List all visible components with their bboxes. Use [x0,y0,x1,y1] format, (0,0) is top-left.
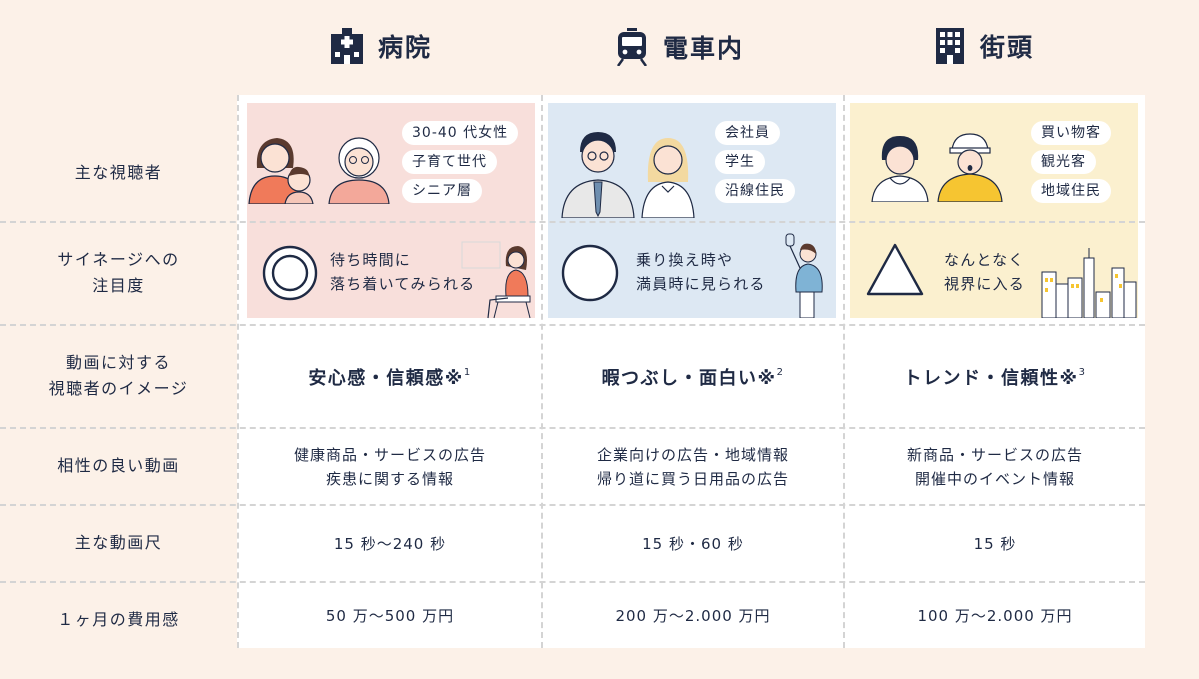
column-title: 病院 [378,33,433,62]
hospital-icon [331,28,363,64]
hospital-audience-illustration [248,137,390,204]
row-divider [0,504,1145,506]
row-label-image: 動画に対する視聴者のイメージ [48,353,189,398]
attention-text: 乗り換え時や満員時に見られる [636,251,766,293]
row-label-length: 主な動画尺 [74,533,163,552]
seated-woman-illustration [461,241,531,319]
audience-tag: シニア層 [402,179,482,203]
audience-tag: 会社員 [715,121,780,145]
cost-cell-train: 200 万～2.000 万円 [615,606,771,625]
audience-tag: 子育て世代 [402,150,497,174]
length-cell-train: 15 秒・60 秒 [642,534,744,553]
length-cell-hospital: 15 秒～240 秒 [333,534,447,553]
triangle-icon [866,243,924,296]
train-icon [616,28,648,66]
row-label-suitable: 相性の良い動画 [57,456,180,475]
row-label-attention: サイネージへの注目度 [57,250,180,295]
suitable-cell-train: 企業向けの広告・地域情報帰り道に買う日用品の広告 [596,445,789,488]
attention-text: 待ち時間に落ち着いてみられる [330,251,476,293]
audience-tag: 30-40 代女性 [402,121,519,145]
column-header-hospital: 病院 [330,28,432,64]
audience-tag: 観光客 [1031,150,1096,174]
circle-icon [561,244,619,302]
train-audience-illustration [561,132,695,218]
suitable-cell-street: 新商品・サービスの広告開催中のイベント情報 [906,445,1083,488]
image-cell-street: トレンド・信頼性※3 [903,366,1087,389]
column-header-train: 電車内 [615,28,744,66]
column-divider [541,95,543,648]
city-skyline-illustration [1041,248,1137,318]
audience-tag: 買い物客 [1031,121,1111,145]
audience-tag: 沿線住民 [715,179,795,203]
row-divider [0,581,1145,583]
row-divider [0,427,1145,429]
image-cell-hospital: 安心感・信頼感※1 [308,366,472,389]
suitable-cell-hospital: 健康商品・サービスの広告疾患に関する情報 [293,445,486,488]
attention-text: なんとなく視界に入る [944,251,1026,293]
column-divider [237,95,239,648]
image-cell-train: 暇つぶし・面白い※2 [601,366,785,389]
building-icon [936,28,964,64]
length-cell-street: 15 秒 [973,534,1017,553]
column-divider [843,95,845,648]
row-label-audience: 主な視聴者 [74,163,163,182]
standing-passenger-illustration [785,233,823,318]
row-divider [0,324,1145,326]
column-header-street: 街頭 [934,28,1034,64]
double-circle-icon [262,245,318,301]
column-title: 電車内 [663,34,745,63]
row-label-cost: １ヶ月の費用感 [57,610,180,629]
street-audience-illustration [871,133,1003,202]
audience-tag: 地域住民 [1031,179,1111,203]
column-title: 街頭 [980,33,1035,62]
audience-tag: 学生 [715,150,765,174]
cost-cell-hospital: 50 万～500 万円 [325,606,455,625]
row-divider [0,221,1145,223]
cost-cell-street: 100 万～2.000 万円 [917,606,1073,625]
